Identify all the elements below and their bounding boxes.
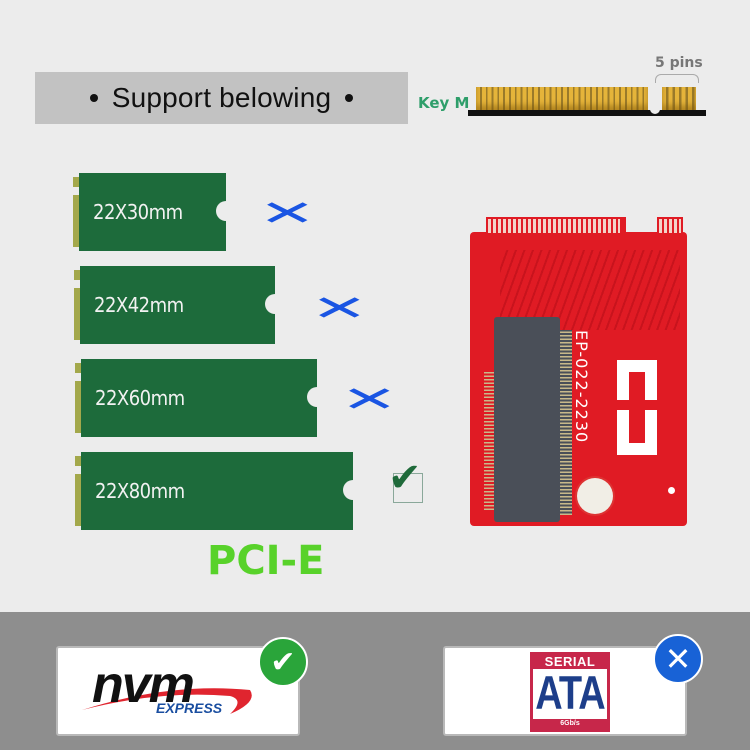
ssd-size-label: 22X60mm <box>95 386 185 410</box>
screw-notch <box>216 201 236 221</box>
sata-speed: 6Gb/s <box>560 720 580 727</box>
sata-logo: SERIAL ATA 6Gb/s <box>530 652 610 732</box>
gold-contact <box>73 195 79 247</box>
ssd-card-2260: 22X60mm <box>75 359 327 437</box>
slot-pins <box>484 370 494 510</box>
bullet-icon <box>89 94 98 102</box>
screw-notch <box>307 387 327 407</box>
ssd-size-label: 22X30mm <box>93 200 183 224</box>
nvme-logo-text: nvm <box>92 656 195 714</box>
slot-pins <box>560 330 572 515</box>
connector-pins-short <box>662 87 696 111</box>
key-m-label: Key M <box>418 94 470 112</box>
brace-icon <box>655 74 699 83</box>
gold-contact <box>75 456 81 466</box>
gold-contact <box>75 363 81 373</box>
x-icon: ✕ <box>310 287 369 329</box>
x-circle-icon: ✕ <box>653 634 703 684</box>
ssd-size-label: 22X42mm <box>94 293 184 317</box>
edge-connector-pins <box>488 219 620 233</box>
key-notch <box>650 104 660 114</box>
gold-contact <box>74 270 80 280</box>
board-model-code: EP-022-2230 <box>572 330 591 444</box>
gold-contact <box>75 474 81 526</box>
screw-notch <box>265 294 285 314</box>
pins-label: 5 pins <box>655 55 703 71</box>
banner-text: Support belowing <box>111 82 332 113</box>
pcb-traces <box>500 250 680 330</box>
gold-contact <box>73 177 79 187</box>
m2-slot <box>494 317 560 522</box>
support-banner: Support belowing <box>35 72 408 124</box>
nvme-logo-subtext: EXPRESS <box>156 700 223 716</box>
via-hole <box>668 487 675 494</box>
ssd-size-label: 22X80mm <box>95 479 185 503</box>
check-circle-icon: ✔ <box>258 637 308 687</box>
x-icon: ✕ <box>340 378 399 420</box>
x-icon: ✕ <box>258 192 317 234</box>
connector-base <box>468 110 706 116</box>
connector-pins-main <box>476 87 648 111</box>
bullet-icon <box>345 94 354 102</box>
ssd-card-2230: 22X30mm <box>73 173 236 251</box>
sata-logo-top: SERIAL <box>544 654 596 669</box>
sata-logo-inner: ATA <box>533 667 607 720</box>
check-icon: ✔ <box>388 455 422 501</box>
gold-contact <box>75 381 81 433</box>
mount-hole <box>577 478 613 514</box>
ssd-card-2242: 22X42mm <box>74 266 285 344</box>
screw-notch <box>343 480 363 500</box>
ssd-card-2280: 22X80mm <box>75 452 363 530</box>
swoosh-icon <box>82 688 252 714</box>
checkbox-icon <box>393 473 423 503</box>
brand-logo-icon <box>617 360 657 455</box>
sata-logo-text: ATA <box>535 667 605 720</box>
edge-connector-pins <box>659 219 681 233</box>
gold-contact <box>74 288 80 340</box>
interface-label: PCI-E <box>207 538 325 584</box>
